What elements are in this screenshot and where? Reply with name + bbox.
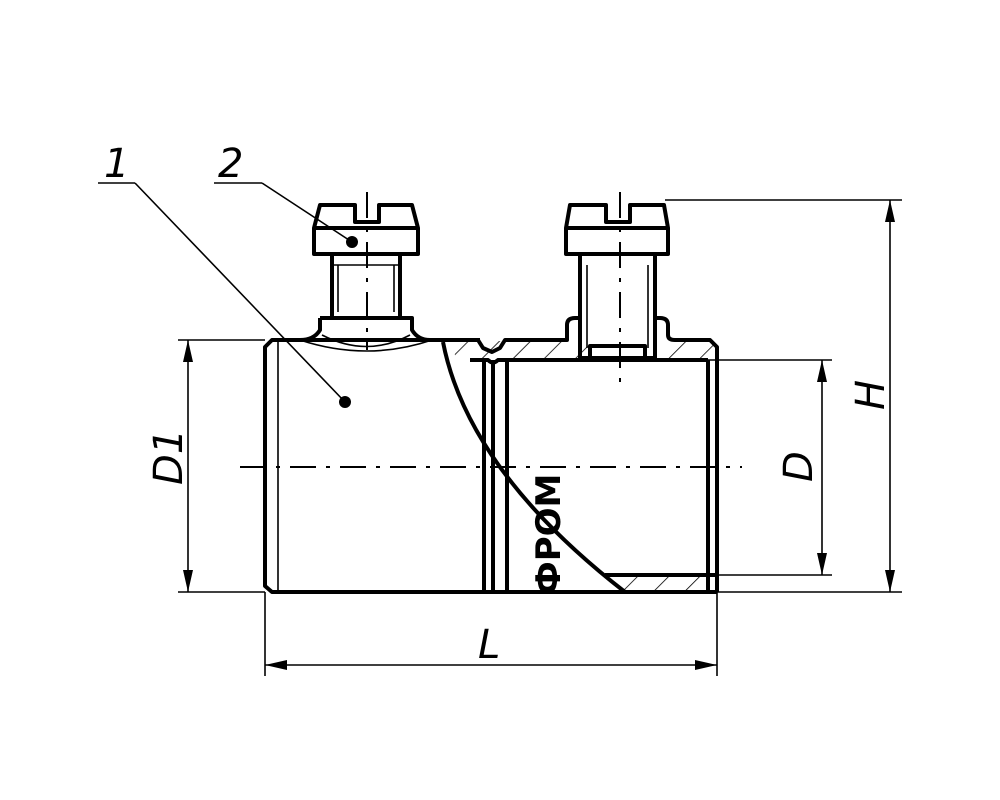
callout-1: 1 [98,141,351,408]
dimension-d: D [708,359,832,576]
center-lines [240,192,742,468]
dimension-h: H [665,199,902,593]
callout-2: 2 [214,141,358,248]
dimension-d1: D1 [146,339,265,593]
callout-2-label: 2 [218,141,243,187]
dimension-l: L [264,592,718,676]
right-screw [564,203,670,360]
dimension-d-label: D [776,451,822,482]
coupling-body [441,316,719,594]
dimension-l-label: L [478,622,500,668]
body-marking: ФРОМ [529,474,569,595]
dimension-h-label: H [848,380,894,410]
dimension-d1-label: D1 [146,429,192,485]
callout-1-label: 1 [104,141,129,187]
